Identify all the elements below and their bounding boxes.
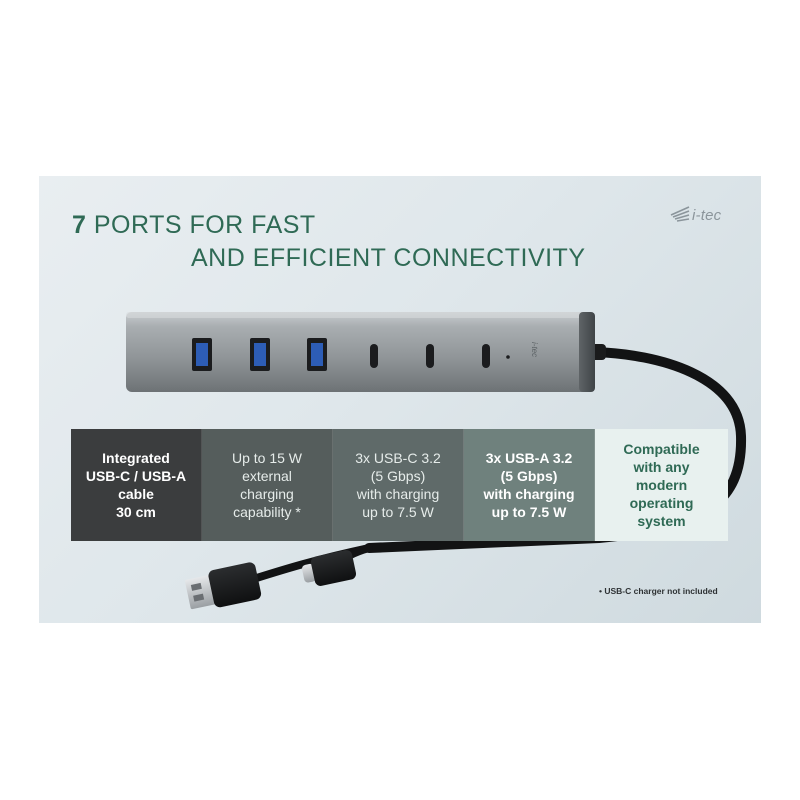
usb-c-port-1 [370, 344, 378, 368]
product-banner: i-tec 7 PORTS FOR FAST AND EFFICIENT CON… [39, 176, 761, 623]
usb-hub [126, 312, 595, 392]
usb-c-plug [302, 550, 357, 586]
hub-logo: i-tec [530, 342, 539, 358]
brand-logo: i-tec [669, 204, 721, 226]
feature-usb-c-ports: 3x USB-C 3.2 (5 Gbps) with charging up t… [333, 429, 464, 541]
feature-os-compatibility: Compatible with any modern operating sys… [595, 429, 728, 541]
headline-text-1: PORTS FOR FAST [86, 211, 316, 239]
usb-c-port-3 [482, 344, 490, 368]
i-tec-logo-mark-icon [670, 206, 690, 222]
feature-charging-capability: Up to 15 W external charging capability … [202, 429, 333, 541]
brand-logo-text: i-tec [692, 206, 722, 224]
usb-a-port-2 [250, 338, 270, 371]
headline-line-1: 7 PORTS FOR FAST [72, 213, 316, 238]
footnote: • USB-C charger not included [599, 586, 718, 596]
headline-line-2: AND EFFICIENT CONNECTIVITY [191, 244, 586, 272]
feature-integrated-cable: Integrated USB-C / USB-A cable 30 cm [71, 429, 202, 541]
usb-a-port-3 [307, 338, 327, 371]
usb-a-port-1 [192, 338, 212, 371]
feature-usb-a-ports: 3x USB-A 3.2 (5 Gbps) with charging up t… [464, 429, 595, 541]
usb-a-plug [185, 562, 262, 610]
hub-illustration [126, 312, 747, 610]
feature-strip: Integrated USB-C / USB-A cable 30 cm Up … [71, 429, 728, 541]
headline-port-count: 7 [72, 211, 87, 239]
status-led [506, 355, 510, 359]
usb-c-port-2 [426, 344, 434, 368]
